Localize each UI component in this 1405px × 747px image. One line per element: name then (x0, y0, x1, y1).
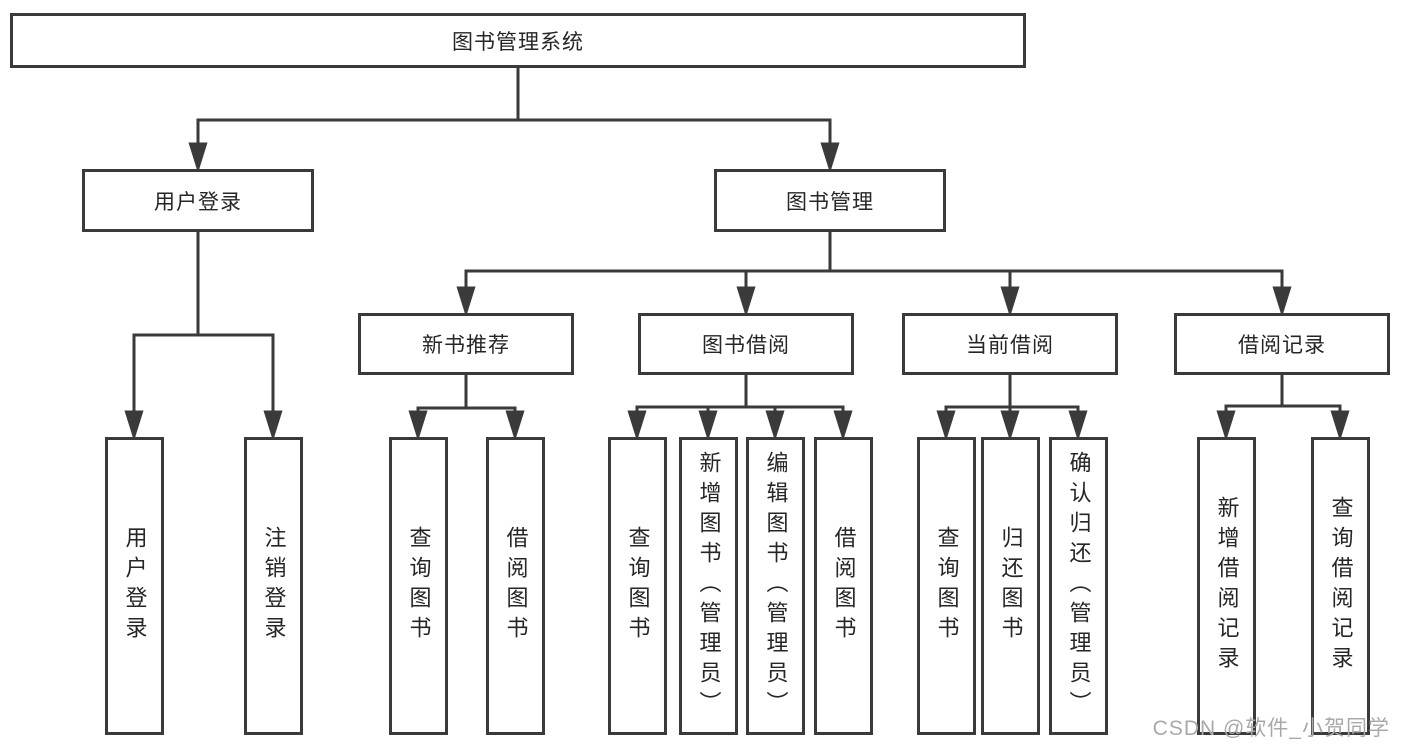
arrowhead-icon (765, 410, 785, 442)
leaf-current-query-book-label: 查询图书 (934, 526, 960, 646)
leaf-borrow-add-book-admin-label: 新增图书（管理员） (696, 451, 722, 721)
node-new-book-recommend: 新书推荐 (358, 313, 574, 375)
leaf-borrow-add-book-admin: 新增图书（管理员） (679, 437, 738, 735)
leaf-recommend-query-book-label: 查询图书 (406, 526, 432, 646)
arrowhead-icon (1000, 410, 1020, 442)
leaf-borrow-edit-book-admin-label: 编辑图书（管理员） (763, 451, 789, 721)
leaf-user-login: 用户登录 (105, 437, 164, 735)
node-user-login-label: 用户登录 (154, 190, 242, 214)
node-book-borrow-label: 图书借阅 (702, 334, 790, 357)
arrowhead-icon (1216, 410, 1236, 442)
arrowhead-icon (1000, 286, 1020, 318)
node-borrow-records: 借阅记录 (1174, 313, 1390, 375)
leaf-current-confirm-return-admin: 确认归还（管理员） (1049, 437, 1108, 735)
node-new-book-recommend-label: 新书推荐 (422, 334, 510, 357)
arrowhead-icon (456, 286, 476, 318)
node-current-borrow-label: 当前借阅 (966, 334, 1054, 357)
arrowhead-icon (820, 142, 840, 174)
leaf-current-return-book-label: 归还图书 (998, 526, 1024, 646)
arrowhead-icon (188, 142, 208, 174)
leaf-borrow-query-book-label: 查询图书 (625, 526, 651, 646)
leaf-borrow-edit-book-admin: 编辑图书（管理员） (746, 437, 805, 735)
node-user-login: 用户登录 (82, 169, 314, 232)
arrowhead-icon (1068, 410, 1088, 442)
watermark: CSDN @软件_小贺同学 (1152, 717, 1390, 740)
arrowhead-icon (936, 410, 956, 442)
leaf-records-add-record: 新增借阅记录 (1197, 437, 1256, 735)
node-borrow-records-label: 借阅记录 (1238, 334, 1326, 357)
arrowhead-icon (408, 410, 428, 442)
arrowhead-icon (1330, 410, 1350, 442)
leaf-user-login-label: 用户登录 (122, 526, 148, 646)
leaf-current-return-book: 归还图书 (981, 437, 1040, 735)
arrowhead-icon (698, 410, 718, 442)
arrowhead-icon (736, 286, 756, 318)
leaf-records-query-record-label: 查询借阅记录 (1328, 496, 1354, 676)
leaf-records-add-record-label: 新增借阅记录 (1214, 496, 1240, 676)
arrowhead-icon (1272, 286, 1292, 318)
leaf-borrow-query-book: 查询图书 (608, 437, 667, 735)
leaf-recommend-borrow-book-label: 借阅图书 (503, 526, 529, 646)
node-book-management: 图书管理 (714, 169, 946, 232)
node-book-borrow: 图书借阅 (638, 313, 854, 375)
leaf-borrow-borrow-book: 借阅图书 (814, 437, 873, 735)
leaf-recommend-query-book: 查询图书 (389, 437, 448, 735)
leaf-current-query-book: 查询图书 (917, 437, 976, 735)
arrowhead-icon (124, 410, 144, 442)
node-root: 图书管理系统 (10, 13, 1026, 68)
leaf-borrow-borrow-book-label: 借阅图书 (831, 526, 857, 646)
leaf-current-confirm-return-admin-label: 确认归还（管理员） (1066, 451, 1092, 721)
node-current-borrow: 当前借阅 (902, 313, 1118, 375)
arrowhead-icon (627, 410, 647, 442)
leaf-logout-label: 注销登录 (261, 526, 287, 646)
leaf-logout: 注销登录 (244, 437, 303, 735)
arrowhead-icon (505, 410, 525, 442)
node-root-label: 图书管理系统 (452, 30, 584, 54)
leaf-records-query-record: 查询借阅记录 (1311, 437, 1370, 735)
arrowhead-icon (833, 410, 853, 442)
node-book-management-label: 图书管理 (786, 190, 874, 214)
arrowhead-icon (263, 410, 283, 442)
leaf-recommend-borrow-book: 借阅图书 (486, 437, 545, 735)
